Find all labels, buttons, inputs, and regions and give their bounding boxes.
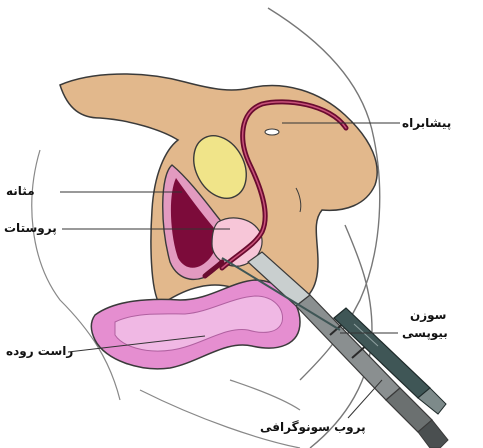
label-rectum: راست روده bbox=[6, 344, 73, 358]
urethra-meatus bbox=[265, 129, 279, 135]
label-urethra: پیشابراه bbox=[402, 116, 451, 130]
buttock-contour bbox=[32, 150, 120, 400]
label-needle-line2: بیوپسی bbox=[402, 326, 448, 340]
ultrasound-probe bbox=[248, 252, 448, 448]
lower-contour bbox=[140, 390, 300, 448]
label-prostate: پروستات bbox=[4, 221, 57, 235]
skin-lower-line bbox=[230, 380, 300, 410]
label-needle-line1: سوزن bbox=[410, 308, 446, 322]
label-probe: پروب سونوگرافی bbox=[260, 420, 366, 434]
label-bladder: مثانه bbox=[6, 184, 35, 198]
